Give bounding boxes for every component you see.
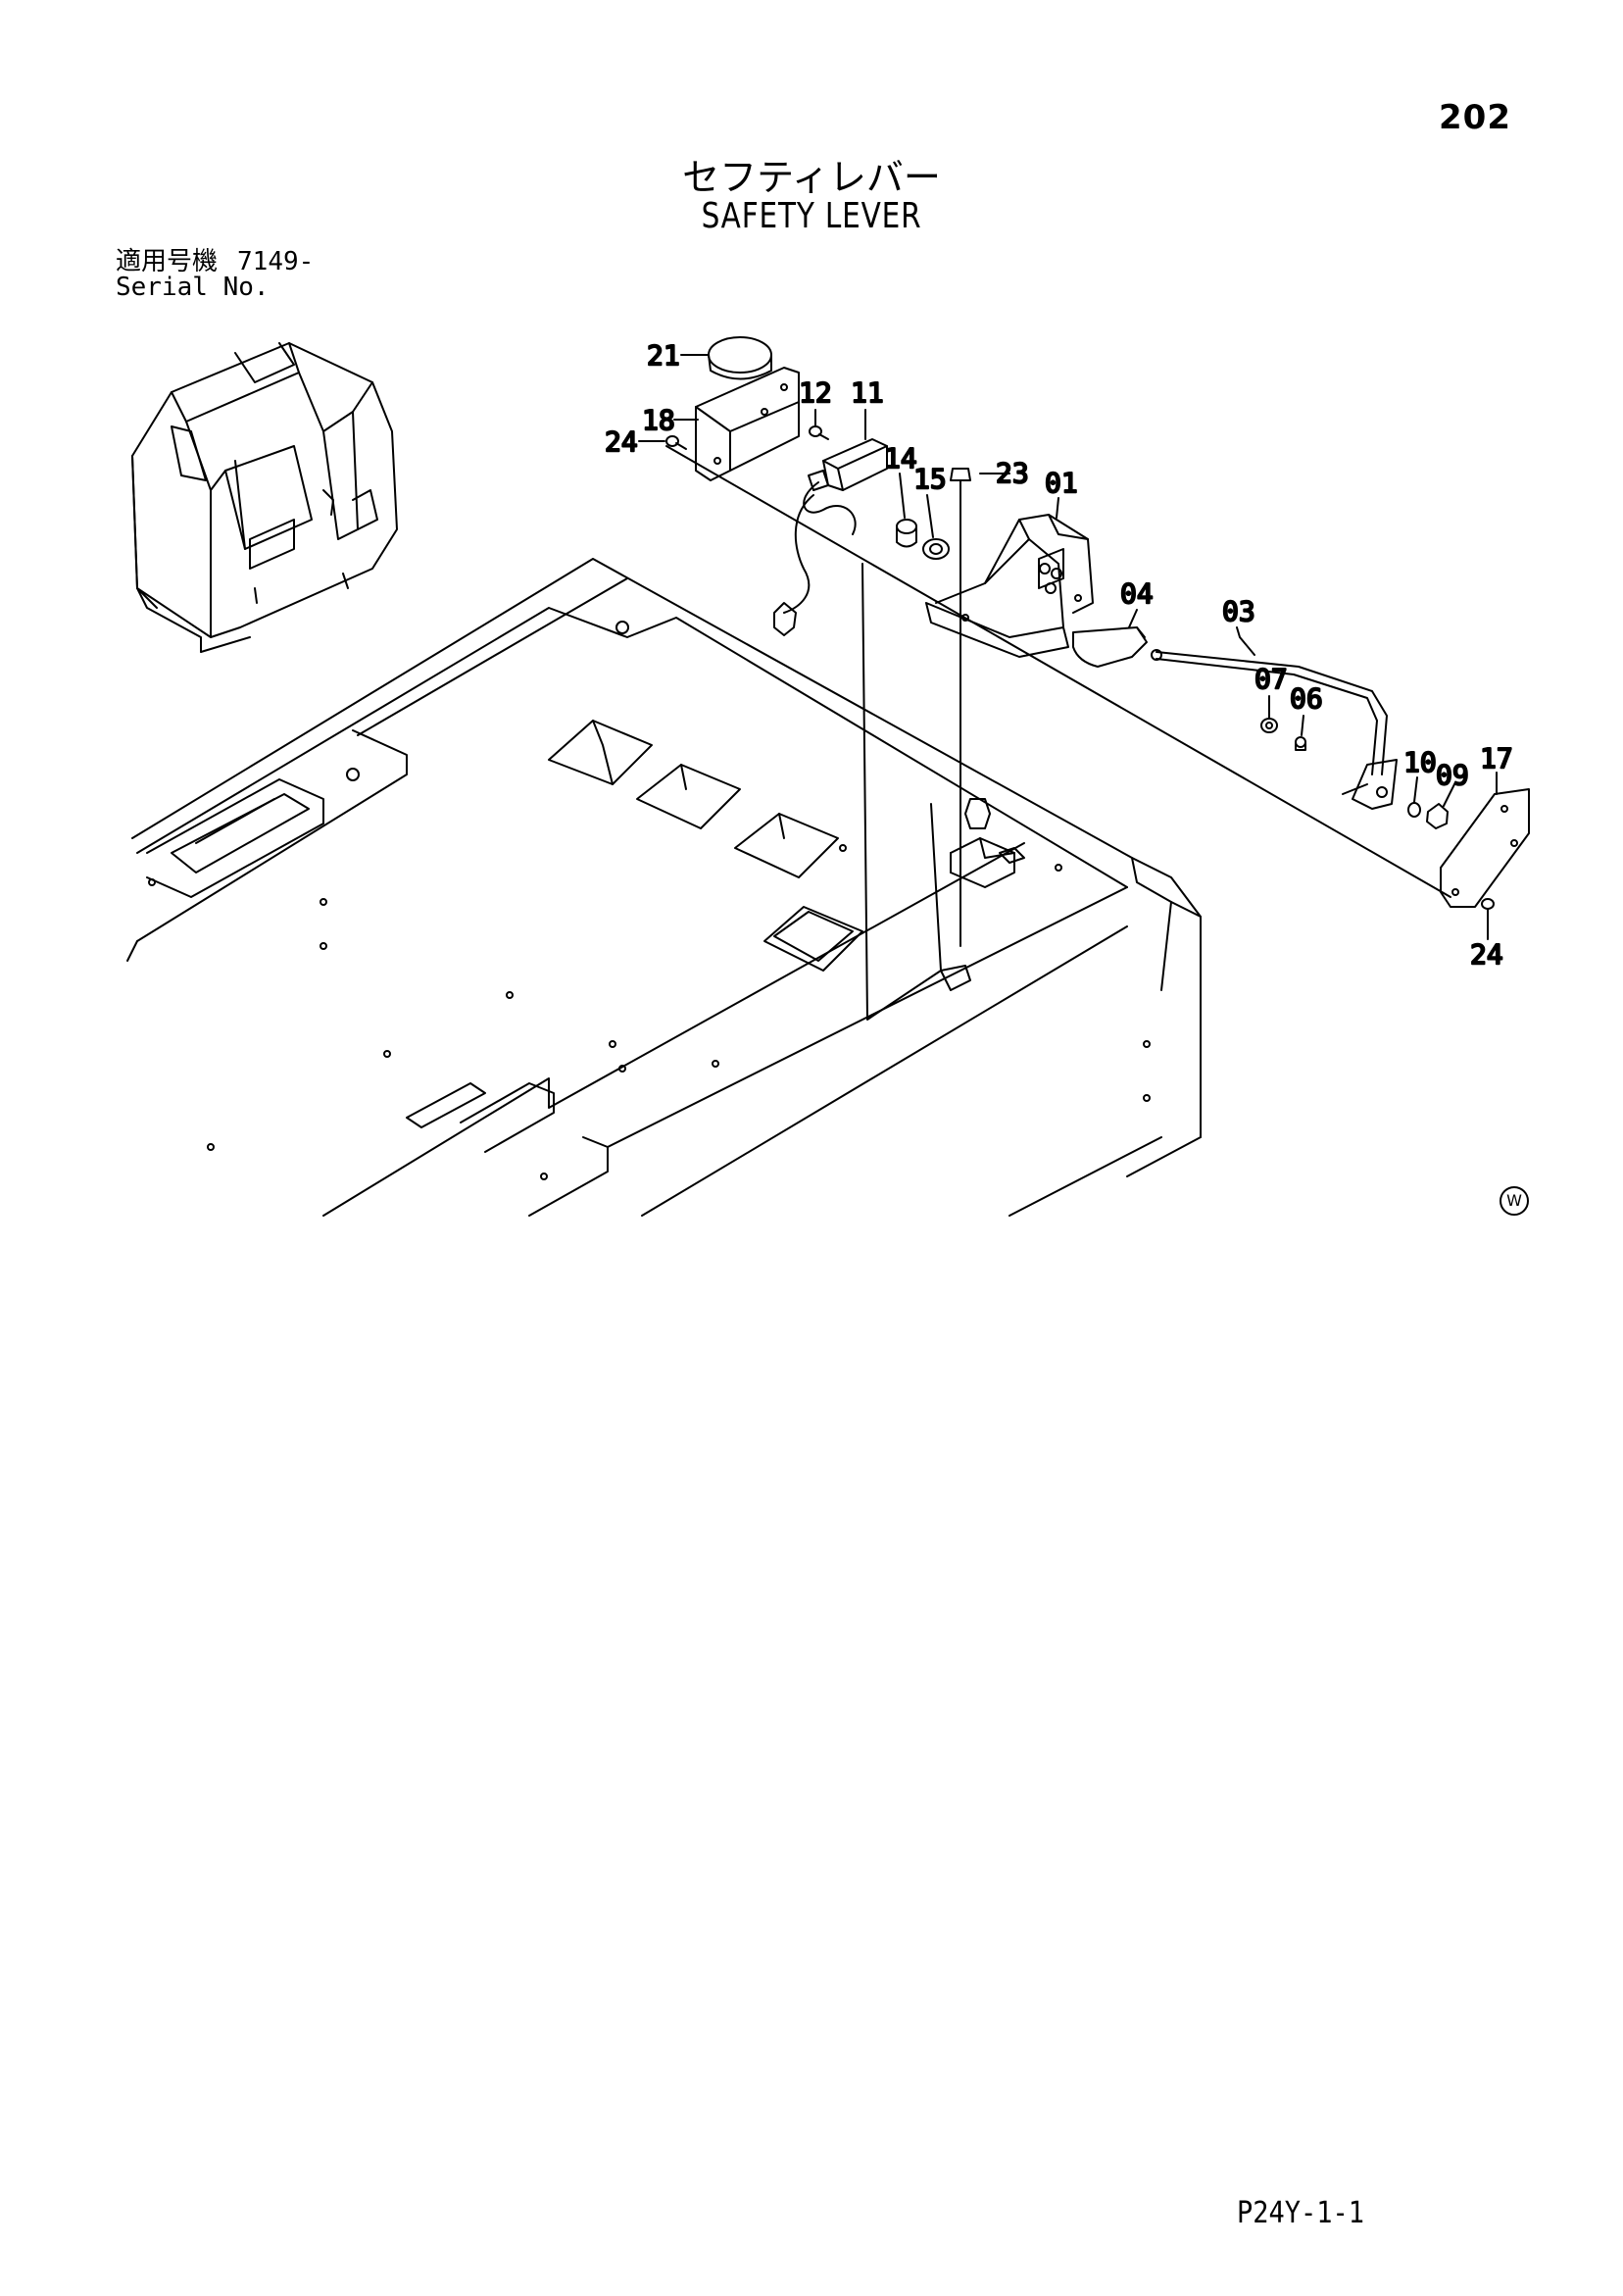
part-11-switch: [773, 438, 888, 636]
part-24-screw-upper: [665, 435, 687, 450]
callout-21: 21: [647, 339, 680, 372]
callout-10: 10: [1403, 746, 1437, 778]
part-09-nut: [1426, 803, 1449, 829]
cab-overview-inset: [131, 342, 398, 653]
part-12-screw: [809, 425, 829, 440]
part-06-bushing: [1295, 736, 1306, 751]
serial-row-jp: 適用号機 7149-: [116, 249, 314, 275]
callout-24-upper: 24: [605, 425, 638, 458]
callout-24-lower: 24: [1470, 938, 1503, 971]
callout-14: 14: [884, 442, 917, 474]
serial-value: 7149-: [237, 247, 315, 276]
part-01-bracket: [925, 514, 1094, 658]
part-10-washer: [1407, 802, 1421, 818]
callout-23: 23: [996, 457, 1029, 489]
title-japanese: セフティレバー: [682, 156, 941, 199]
footer-code: P24Y-1-1: [1237, 2196, 1365, 2230]
callout-07: 07: [1254, 663, 1288, 695]
part-21-cap: [708, 336, 772, 380]
part-24-screw-lower: [1481, 898, 1495, 918]
part-23-bolt: [950, 468, 971, 491]
callout-15: 15: [913, 463, 947, 495]
callout-04: 04: [1120, 577, 1154, 610]
part-17-cover: [1440, 788, 1530, 908]
leader-lines: [638, 354, 1498, 940]
exploded-axis-line: [665, 445, 1451, 898]
cab-floor-plate: [126, 558, 1202, 1217]
callout-17: 17: [1480, 742, 1513, 774]
part-14-spacer: [896, 519, 917, 548]
serial-info: 適用号機 7149- Serial No.: [116, 249, 314, 300]
part-07-washer: [1260, 718, 1278, 733]
callout-09: 09: [1436, 759, 1469, 791]
corner-w-mark: W: [1500, 1186, 1529, 1216]
part-15-nut: [922, 538, 950, 560]
serial-label-en: Serial No.: [116, 273, 270, 302]
callout-11: 11: [851, 376, 884, 409]
page-number: 202: [1439, 98, 1511, 137]
drop-line-bracket: [861, 563, 942, 1021]
callout-06: 06: [1290, 682, 1323, 715]
title-english: SAFETY LEVER: [701, 196, 922, 236]
callout-01: 01: [1045, 467, 1078, 499]
callout-03: 03: [1222, 595, 1255, 627]
part-03-lever: [1151, 649, 1398, 810]
part-04-grip: [1072, 626, 1148, 668]
part-18-cover: [695, 367, 800, 481]
callout-18: 18: [642, 404, 675, 436]
callout-12: 12: [799, 376, 832, 409]
serial-label-jp: 適用号機: [116, 247, 219, 276]
